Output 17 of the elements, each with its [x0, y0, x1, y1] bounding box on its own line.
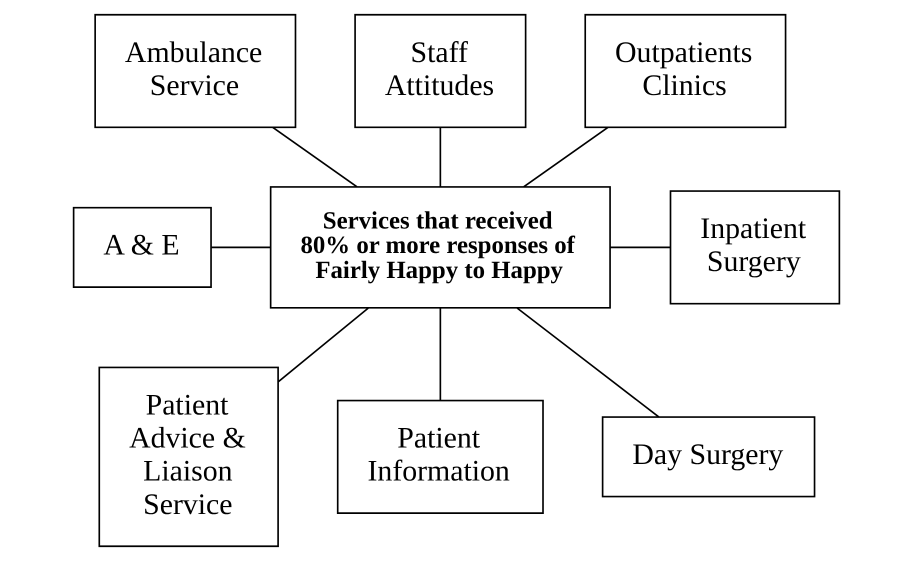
node-box: Patient Information	[336, 400, 544, 514]
node-box: A & E	[72, 206, 212, 288]
connector	[278, 307, 369, 382]
connector	[440, 127, 442, 187]
connector	[516, 307, 660, 418]
node-box: Staff Attitudes	[354, 14, 526, 128]
connector	[610, 246, 670, 248]
connector	[272, 126, 358, 188]
node-box: Outpatients Clinics	[584, 14, 786, 128]
node-box: Day Surgery	[602, 416, 816, 498]
connector	[523, 126, 608, 188]
connector	[212, 246, 271, 248]
node-box: Ambulance Service	[94, 14, 296, 128]
node-box: Services that received 80% or more responses of Fairly Happy to Happy	[270, 186, 611, 309]
node-box: Patient Advice & Liaison Service	[98, 366, 279, 548]
connector	[440, 308, 442, 400]
node-box: Inpatient Surgery	[670, 190, 840, 304]
